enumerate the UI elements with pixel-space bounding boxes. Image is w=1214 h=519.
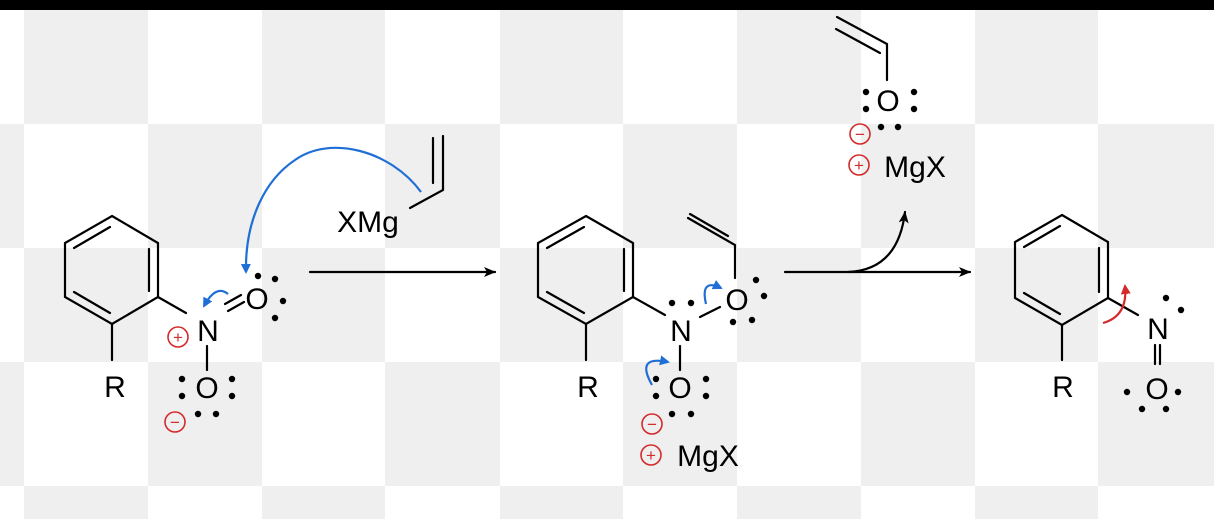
- checker-tile: [737, 124, 861, 248]
- checker-tile: [262, 124, 385, 248]
- checker-tile: [1098, 248, 1214, 362]
- counterion-mgx: MgX: [677, 440, 739, 473]
- checker-tile: [737, 486, 861, 519]
- checker-tile: [861, 486, 975, 519]
- checkerboard-background: [0, 10, 1214, 519]
- checker-tile: [148, 124, 262, 248]
- substituent-r: R: [577, 371, 599, 404]
- checker-tile: [1098, 362, 1214, 486]
- checker-tile: [148, 362, 262, 486]
- checker-tile: [1098, 10, 1214, 124]
- checker-tile: [0, 10, 24, 124]
- checker-tile: [975, 362, 1098, 486]
- positive-charge-icon: +: [848, 154, 870, 176]
- checker-tile: [24, 124, 148, 248]
- byproduct-magnesium-enolate: O − + MgX: [834, 15, 946, 184]
- checker-tile: [148, 486, 262, 519]
- substituent-r: R: [1052, 371, 1074, 404]
- lone-pair-dots: [178, 272, 287, 418]
- checker-tile: [861, 248, 975, 362]
- checker-tile: [0, 362, 24, 486]
- atom-oxygen: O: [245, 283, 268, 316]
- atom-oxygen: O: [668, 372, 691, 405]
- checker-tile: [623, 486, 737, 519]
- svg-text:−: −: [855, 125, 865, 144]
- checker-tile: [0, 124, 24, 248]
- substituent-r: R: [104, 371, 126, 404]
- product-nitrosoarene: R N O: [1013, 213, 1185, 413]
- checker-tile: [500, 10, 623, 124]
- counterion-mgx: MgX: [884, 151, 946, 184]
- checker-tile: [975, 248, 1098, 362]
- negative-charge-icon: −: [164, 411, 186, 433]
- checker-tile: [623, 124, 737, 248]
- electron-push-arrow: [1102, 284, 1131, 325]
- checker-tile: [1098, 124, 1214, 248]
- checker-tile: [861, 362, 975, 486]
- checker-tile: [500, 486, 623, 519]
- positive-charge-icon: +: [167, 326, 189, 348]
- checker-tile: [0, 486, 24, 519]
- atom-oxygen: O: [876, 85, 899, 118]
- checker-tile: [385, 10, 500, 124]
- checker-tile: [623, 10, 737, 124]
- lone-pair-dots: [862, 88, 918, 131]
- electron-push-arrow: [240, 146, 422, 274]
- checker-tile: [500, 248, 623, 362]
- electron-push-arrow: [645, 355, 670, 386]
- checker-tile: [737, 362, 861, 486]
- negative-charge-icon: −: [849, 123, 871, 145]
- lone-pair-dots: [652, 276, 768, 418]
- checker-tile: [737, 10, 861, 124]
- checker-tile: [385, 248, 500, 362]
- lone-pair-dots: [1123, 294, 1185, 413]
- checker-tile: [385, 362, 500, 486]
- svg-text:+: +: [173, 328, 183, 347]
- checker-tile: [861, 10, 975, 124]
- checker-tile: [262, 10, 385, 124]
- checker-tile: [24, 362, 148, 486]
- checker-tile: [24, 486, 148, 519]
- intermediate-adduct: R N O O − + MgX: [536, 212, 768, 473]
- checker-tile: [1098, 486, 1214, 519]
- svg-text:−: −: [170, 413, 180, 432]
- electron-push-arrow: [203, 289, 229, 308]
- checker-tile: [262, 486, 385, 519]
- checker-tile: [975, 124, 1098, 248]
- atom-oxygen: O: [1145, 373, 1168, 406]
- atom-oxygen: O: [195, 372, 218, 405]
- svg-text:+: +: [646, 446, 656, 465]
- top-bar: [0, 0, 1214, 10]
- atom-nitrogen: N: [1147, 313, 1169, 346]
- reagent-label: XMg: [337, 206, 399, 239]
- checker-tile: [24, 10, 148, 124]
- checker-tile: [262, 248, 385, 362]
- svg-text:+: +: [854, 156, 864, 175]
- reactant-nitroarene: R N O O + −: [63, 214, 287, 433]
- vinyl-grignard-reagent: XMg: [240, 134, 445, 274]
- atom-nitrogen: N: [197, 315, 219, 348]
- checker-tile: [385, 486, 500, 519]
- checker-tile: [500, 362, 623, 486]
- svg-text:−: −: [647, 415, 657, 434]
- checker-tile: [500, 124, 623, 248]
- atom-oxygen: O: [725, 284, 748, 317]
- checker-tile: [24, 248, 148, 362]
- checker-tile: [737, 248, 861, 362]
- atom-nitrogen: N: [670, 315, 692, 348]
- positive-charge-icon: +: [640, 444, 662, 466]
- byproduct-arrow: [846, 210, 909, 274]
- checker-tile: [861, 124, 975, 248]
- negative-charge-icon: −: [641, 413, 663, 435]
- checker-tile: [623, 248, 737, 362]
- checker-tile: [975, 10, 1098, 124]
- checker-tile: [262, 362, 385, 486]
- electron-push-arrow: [703, 280, 723, 305]
- checker-tile: [975, 486, 1098, 519]
- checker-tile: [148, 10, 262, 124]
- checker-tile: [0, 248, 24, 362]
